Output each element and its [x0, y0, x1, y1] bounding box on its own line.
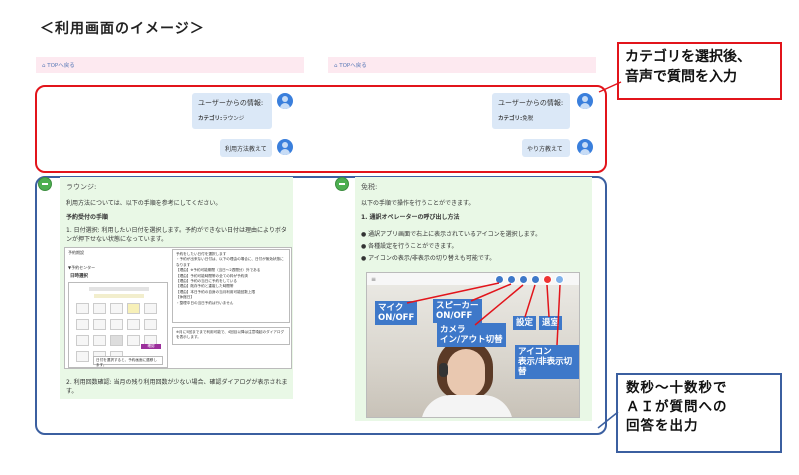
calendar-day-selected[interactable]	[127, 303, 140, 314]
operator-face	[447, 349, 485, 397]
callout-voice-input: カテゴリを選択後、 音声で質問を入力	[617, 42, 782, 100]
speaker-label: スピーカー ON/OFF	[433, 299, 482, 323]
mock-sub-note: ※月に5回までまで利用可能で、4回目以降は注意喚起のダイアログを表示します。	[172, 327, 290, 345]
ai-answer-highlight-frame	[35, 176, 607, 435]
mock-note-7: 【休館日】	[176, 295, 194, 300]
leave-label: 退室	[539, 316, 563, 330]
answer-heading: 1. 通訳オペレーターの呼び出し方法	[361, 214, 460, 221]
calendar-day[interactable]	[93, 303, 106, 314]
calendar-day[interactable]	[144, 319, 157, 330]
answer-title: ラウンジ:	[66, 183, 97, 191]
answer-step-1: 1. 日付選択: 利用したい日付を選択します。予約ができない日付は理由によりボタ…	[66, 227, 287, 243]
callout-ai-answer: 数秒〜十数秒で ＡＩが質問への 回答を出力	[616, 373, 782, 453]
user-info-bubble-right: ユーザーからの情報: カテゴリ:免税	[492, 93, 570, 129]
bullet-text: アイコンの表示/非表示の切り替えも可能です。	[368, 255, 496, 262]
calendar-day[interactable]	[76, 319, 89, 330]
answer-bullet-2: ● アイコンの表示/非表示の切り替えも可能です。	[361, 255, 496, 262]
calendar-day[interactable]	[76, 303, 89, 314]
calendar-day[interactable]	[93, 319, 106, 330]
mock-confirm-button[interactable]: 確認	[141, 344, 161, 349]
mock-note-2: 【理由】※予約可能期間（当日〜2週間分）外である	[176, 268, 261, 273]
top-link-right[interactable]: ⌂ TOPへ戻る	[334, 63, 367, 69]
settings-label: 設定	[513, 316, 537, 330]
icon-toggle-label: アイコン 表示/非表示切替	[515, 345, 579, 379]
mock-date-label: 日時選択	[70, 274, 88, 279]
category-line: カテゴリ:免税	[498, 114, 564, 122]
user-avatar-icon	[577, 93, 593, 109]
camera-label: カメラ イン/アウト切替	[437, 323, 506, 347]
icon-visibility-toggle[interactable]	[555, 275, 564, 284]
calendar-day[interactable]	[93, 335, 106, 346]
category-value: ラウンジ	[222, 116, 245, 122]
interpreter-video-mock: ≡ マイク ON/OFF スピーカー ON/OFF カメラ イン/アウト切替 設…	[366, 272, 580, 418]
answer-bullet-1: ● 各種設定を行うことができます。	[361, 243, 458, 250]
answer-panel-left: ラウンジ: 利用方法については、以下の手順を参考にしてください。 予約受付の手順…	[60, 177, 293, 399]
bullet-text: 各種設定を行うことができます。	[368, 243, 458, 250]
operator-shirt	[421, 395, 513, 417]
mic-toggle-icon[interactable]	[495, 275, 504, 284]
mock-note-4: 【理由】予約の当日に予約をしている	[176, 279, 237, 284]
calendar-day[interactable]	[127, 335, 140, 346]
user-avatar-icon	[277, 139, 293, 155]
category-label: カテゴリ:	[198, 116, 223, 122]
settings-icon[interactable]	[531, 275, 540, 284]
top-link-left[interactable]: ⌂ TOPへ戻る	[42, 63, 75, 69]
answer-heading: 予約受付の手順	[66, 214, 109, 221]
answer-panel-right: 免税: 以下の手順で操作を行うことができます。 1. 通訳オペレーターの呼び出し…	[355, 177, 592, 421]
category-label: カテゴリ:	[498, 116, 523, 122]
mock-label: 予約期設	[68, 250, 84, 255]
user-avatar-icon	[577, 139, 593, 155]
calendar-day[interactable]	[76, 335, 89, 346]
answer-intro: 利用方法については、以下の手順を参考にしてください。	[66, 200, 222, 207]
answer-title: 免税:	[361, 183, 378, 191]
ai-avatar-icon	[38, 177, 52, 191]
callout-pointer-red	[598, 81, 622, 93]
leave-icon[interactable]	[543, 275, 552, 284]
mock-note-1: ・予約が出来ない日付は、以下の理由の場合に、日付が無効状態になります	[176, 257, 284, 267]
mock-footer-note: 日付を選択すると、予約画面に遷移します。	[93, 356, 163, 367]
mock-note-6: 【理由】本日予約の自身の当月利用可能回数上限	[176, 289, 256, 294]
mic-label: マイク ON/OFF	[375, 301, 418, 325]
calendar-day[interactable]	[110, 303, 123, 314]
mock-notes-box: 予約をしたい日付を選択します ・予約が出来ない日付は、以下の理由の場合に、日付が…	[172, 249, 290, 323]
user-info-title: ユーザーからの情報:	[498, 99, 564, 107]
user-input-highlight-frame	[35, 85, 607, 173]
bullet-text: 通訳アプリ画面で右上に表示されているアイコンを選択します。	[368, 231, 542, 238]
calendar-day[interactable]	[144, 303, 157, 314]
category-line: カテゴリ:ラウンジ	[198, 114, 266, 122]
calendar-day[interactable]	[76, 351, 89, 362]
calendar-day-disabled	[110, 335, 123, 346]
menu-icon[interactable]: ≡	[371, 276, 377, 283]
mock-note-5: 【理由】既存予約と重複した時間帯	[176, 284, 234, 289]
user-question-bubble-left: 利用方法教えて	[220, 139, 272, 157]
mock-note-8: ・整理中日の当日予約は行いません	[176, 300, 234, 305]
calendar-day[interactable]	[127, 319, 140, 330]
reservation-screen-mock: 予約期設 ▼予約センター 日時選択 確認 予約をしたい	[64, 247, 292, 369]
answer-intro: 以下の手順で操作を行うことができます。	[361, 200, 475, 207]
camera-switch-icon[interactable]	[519, 275, 528, 284]
user-info-bubble-left: ユーザーからの情報: カテゴリ:ラウンジ	[192, 93, 272, 129]
top-nav-bar-right: ⌂ TOPへ戻る	[328, 57, 596, 73]
speaker-toggle-icon[interactable]	[507, 275, 516, 284]
annotation-arrows	[406, 282, 561, 346]
mock-note-0: 予約をしたい日付を選択します	[176, 252, 227, 256]
user-avatar-icon	[277, 93, 293, 109]
page-title: ＜利用画面のイメージ＞	[40, 21, 205, 37]
mock-note-3: 【理由】予約可能時間帯の全ての枠が予約済	[176, 273, 248, 278]
answer-bullet-0: ● 通訳アプリ画面で右上に表示されているアイコンを選択します。	[361, 231, 542, 238]
top-nav-bar-left: ⌂ TOPへ戻る	[36, 57, 304, 73]
category-value: 免税	[522, 116, 534, 122]
callout-pointer-blue	[597, 411, 619, 429]
calendar-day[interactable]	[110, 319, 123, 330]
answer-step-2: 2. 利用回数確認: 当月の残り利用回数が少ない場合、確認ダイアログが表示されま…	[66, 379, 288, 395]
headset-icon	[439, 363, 448, 377]
user-info-title: ユーザーからの情報:	[198, 99, 264, 107]
calendar-mock	[68, 282, 168, 368]
user-question-bubble-right: やり方教えて	[522, 139, 570, 157]
ai-avatar-icon	[335, 177, 349, 191]
mock-center-label: ▼予約センター	[68, 265, 96, 270]
